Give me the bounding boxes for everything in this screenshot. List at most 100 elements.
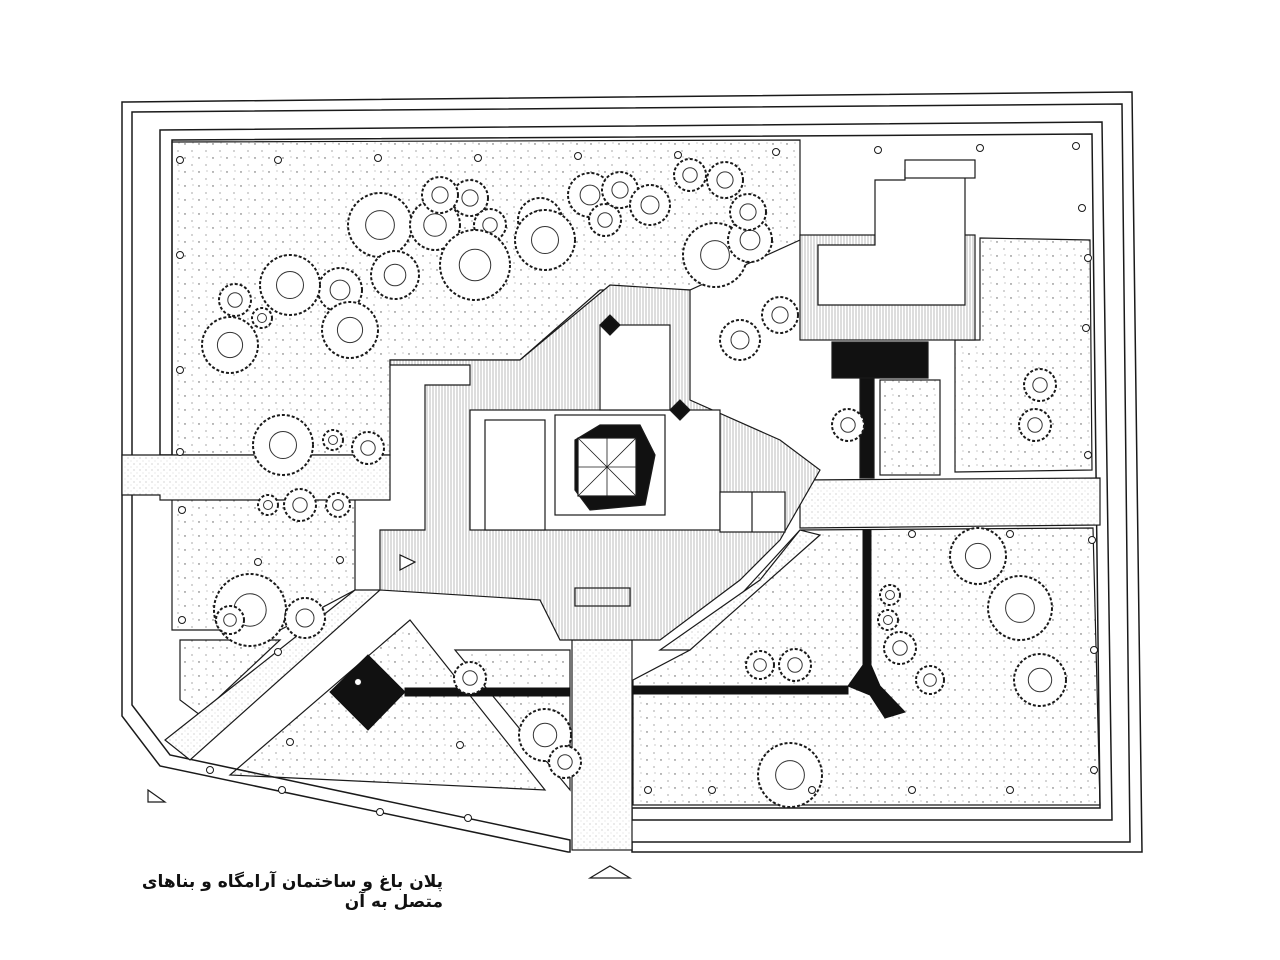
trees [201,158,1067,808]
lamp-post [178,616,186,624]
tree [883,631,917,665]
lamp-post [176,156,184,164]
north-arrow [587,865,633,879]
lamp-post [574,152,582,160]
lamp-post [176,448,184,456]
paths [121,454,1101,851]
tree [252,414,314,476]
tree [588,203,622,237]
tree [321,301,379,359]
north-hall [599,324,671,411]
channel-vertical-east [862,529,872,671]
lamp-post [374,154,382,162]
tree [719,319,761,361]
lamp-post [274,156,282,164]
black-pool-north-east [831,341,929,379]
lamp-post [1006,786,1014,794]
tree [215,605,245,635]
dark-marker-east [669,399,691,421]
lamp-post [336,556,344,564]
lamp-post [644,786,652,794]
path-south-east-diagonal [658,529,822,651]
lamp-post [874,146,882,154]
tree [322,429,344,451]
lamp-post [286,738,294,746]
path-south-west-diagonal [164,589,382,761]
tree [284,597,326,639]
tree [257,494,279,516]
lamp-post [908,530,916,538]
tree [325,492,351,518]
lamp-post [708,786,716,794]
tree [877,609,899,631]
lamp-post [278,786,286,794]
channel-corner [847,664,906,719]
tree [347,192,413,258]
lamp-post [176,366,184,374]
tree [629,184,671,226]
garden-lamp-posts [176,142,1098,822]
tree [251,307,273,329]
plan-caption: پلان باغ و ساختمان آرامگاه و بناهای متصل… [141,872,443,912]
garden-bed-north-east [954,237,1093,473]
lamp-post [1088,536,1096,544]
dome-ribs [577,437,637,497]
building-top-stairs [904,159,976,179]
lamp-post [354,678,362,686]
tree [745,650,775,680]
tree [1023,368,1057,402]
lamp-post [1006,530,1014,538]
stairs [574,587,631,607]
lamp-post [254,558,262,566]
tree [778,648,812,682]
tree [421,176,459,214]
lamp-post [674,151,682,159]
lamp-post [772,148,780,156]
lamp-post [808,786,816,794]
path-east [799,477,1101,529]
lamp-post [474,154,482,162]
tree [1018,408,1052,442]
lamp-post [1072,142,1080,150]
tree [439,229,511,301]
tree [514,209,576,271]
lamp-post [1078,204,1086,212]
lamp-post [1090,766,1098,774]
lamp-post [1090,646,1098,654]
central-mausoleum-complex [379,284,821,641]
tree [317,267,363,313]
channel-west [404,687,571,697]
west-room [484,419,546,531]
tree [351,431,385,465]
tree [453,661,487,695]
dark-marker-north [599,314,621,336]
lamp-post [1084,254,1092,262]
tree [259,254,321,316]
path-west [121,454,391,501]
water-channels [329,529,906,731]
lamp-post [176,251,184,259]
black-pool-diamond [329,654,406,731]
tree [706,161,744,199]
tree [673,158,707,192]
tree [987,575,1053,641]
channel-east [632,685,849,695]
lamp-post [274,648,282,656]
garden-bed-east-strip [879,379,941,476]
lamp-post [1084,451,1092,459]
tree [757,742,823,808]
tree [283,488,317,522]
lamp-post [376,808,384,816]
tree [761,296,799,334]
tree [1013,653,1067,707]
tree [915,665,945,695]
tree [370,250,420,300]
lamp-post [456,741,464,749]
entrance-arrow [399,554,417,571]
lamp-post [1082,324,1090,332]
lamp-post [908,786,916,794]
lamp-post [178,506,186,514]
tree [201,316,259,374]
lamp-post [464,814,472,822]
